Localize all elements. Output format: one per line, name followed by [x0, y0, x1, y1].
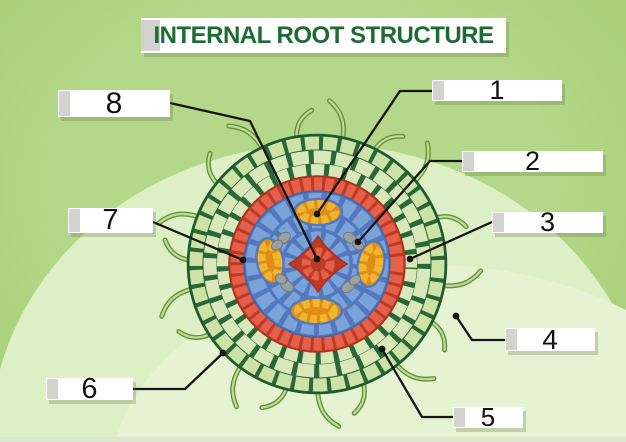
label-tab [433, 81, 444, 100]
label-number-7: 7 [102, 204, 119, 236]
label-tab [506, 329, 517, 350]
pointer-line-1 [316, 89, 432, 215]
label-tab [47, 379, 58, 399]
pointer-line-8 [169, 101, 319, 260]
label-number-4: 4 [542, 324, 558, 355]
label-box-1[interactable]: 1 [432, 75, 562, 105]
pointer-dot-3 [406, 255, 414, 263]
pointer-line-2 [357, 159, 462, 243]
phloem-bundle-bottom [288, 296, 344, 326]
phloem-bundle-right [356, 239, 386, 289]
label-box-2[interactable]: 2 [462, 146, 603, 176]
label-tab [463, 152, 474, 171]
pointer-line-5 [381, 348, 453, 419]
pointer-line-7 [152, 220, 244, 262]
label-number-6: 6 [81, 373, 98, 405]
banner-tab [141, 20, 160, 51]
label-number-3: 3 [539, 207, 556, 237]
pointer-dot-1 [313, 210, 321, 218]
page-title: INTERNAL ROOT STRUCTURE [153, 21, 494, 49]
label-number-1: 1 [489, 75, 505, 105]
label-tab [69, 209, 80, 232]
gray-cells [274, 273, 294, 293]
pointer-line-4 [455, 315, 505, 342]
label-box-7[interactable]: 7 [68, 204, 153, 236]
pointer-dot-8 [313, 255, 321, 263]
label-box-8[interactable]: 8 [58, 87, 170, 120]
label-number-8: 8 [105, 87, 123, 120]
label-box-6[interactable]: 6 [46, 373, 133, 405]
label-box-4[interactable]: 4 [505, 324, 595, 355]
xylem-core [287, 234, 349, 294]
label-tab [454, 408, 465, 427]
label-number-5: 5 [480, 402, 496, 432]
pointer-dot-6 [219, 349, 227, 357]
gray-cells [270, 231, 291, 251]
title-banner: INTERNAL ROOT STRUCTURE [141, 18, 506, 53]
pointer-dot-7 [239, 256, 247, 264]
label-tab [59, 91, 70, 116]
pointer-dot-5 [378, 345, 386, 353]
label-box-3[interactable]: 3 [492, 207, 603, 237]
pointer-lines [133, 89, 505, 419]
pointer-line-6 [133, 352, 224, 391]
label-tab [493, 213, 504, 232]
bottom-edge-strip [0, 437, 626, 442]
gray-cells [341, 274, 362, 294]
phloem-bundles [255, 197, 386, 326]
label-box-5[interactable]: 5 [453, 402, 523, 432]
pointer-dot-4 [452, 312, 460, 320]
pointer-dot-2 [354, 238, 362, 246]
label-number-2: 2 [524, 146, 541, 176]
pointer-line-3 [409, 220, 493, 261]
